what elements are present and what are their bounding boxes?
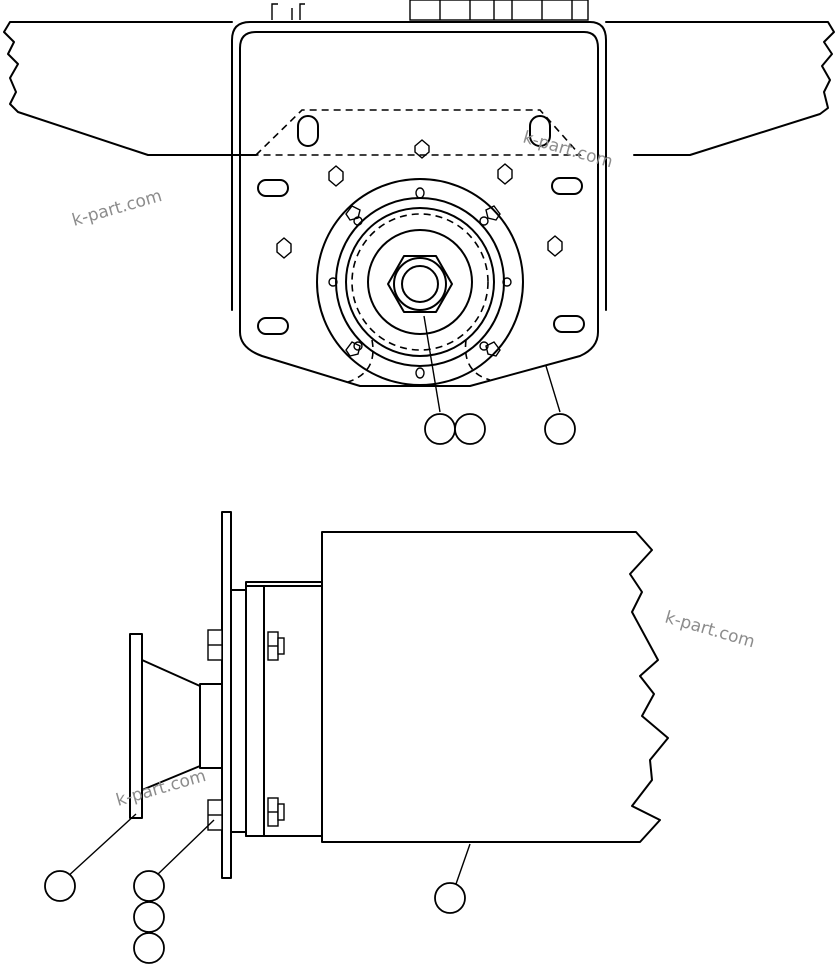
flange-bolt-bottom xyxy=(267,797,285,827)
housing-inner xyxy=(239,31,599,313)
top-connector-block xyxy=(409,0,589,21)
mount-plate xyxy=(239,311,599,387)
adapter-plate xyxy=(245,585,265,837)
motor-body xyxy=(321,531,669,843)
callout-bubble[interactable] xyxy=(434,882,466,914)
leader-line xyxy=(455,843,471,885)
housing-outer xyxy=(231,21,607,311)
flange-bolt-top xyxy=(267,631,285,661)
callout-bubble[interactable] xyxy=(454,413,486,445)
side-view xyxy=(44,511,669,964)
mounting-plate xyxy=(221,511,232,879)
leader-line xyxy=(545,365,561,413)
callout-bubble[interactable] xyxy=(133,932,165,964)
callout-bubble[interactable] xyxy=(133,870,165,902)
hidden-trapezoid xyxy=(254,109,582,156)
slot-low-right xyxy=(553,315,585,333)
watermark-text: k-part.com xyxy=(70,186,164,231)
watermark-text: k-part.com xyxy=(663,608,757,653)
slot-mid-right xyxy=(551,177,583,195)
slot-low-left xyxy=(257,317,289,335)
bearing-flange xyxy=(316,178,524,386)
adapter-flange xyxy=(263,585,323,837)
left-wing-plate xyxy=(3,21,257,156)
leader-line xyxy=(423,315,441,413)
callout-bubble[interactable] xyxy=(133,901,165,933)
shaft-inner xyxy=(401,265,439,303)
hex-nut xyxy=(387,255,453,313)
watermark-text: k-part.com xyxy=(521,128,615,173)
callout-bubble[interactable] xyxy=(424,413,456,445)
slot-mid-left xyxy=(257,179,289,197)
plate-bolt-bottom xyxy=(207,799,223,831)
callout-bubble[interactable] xyxy=(44,870,76,902)
right-wing-plate xyxy=(605,21,835,156)
callout-bubble[interactable] xyxy=(544,413,576,445)
top-view xyxy=(3,0,835,445)
spacer-plate xyxy=(229,589,247,833)
plate-bolt-top xyxy=(207,629,223,661)
shaft-outer xyxy=(393,257,447,311)
leader-line xyxy=(155,819,215,877)
shaft-hub xyxy=(199,683,223,769)
hex-holes xyxy=(276,139,563,259)
hidden-arc-right xyxy=(464,339,491,381)
slot-upper-left xyxy=(297,115,319,147)
coupling-disk xyxy=(129,633,143,819)
top-connector-left xyxy=(271,3,305,20)
hidden-arc-left xyxy=(347,339,374,383)
leader-line xyxy=(65,813,137,879)
slot-upper-right xyxy=(529,115,551,147)
